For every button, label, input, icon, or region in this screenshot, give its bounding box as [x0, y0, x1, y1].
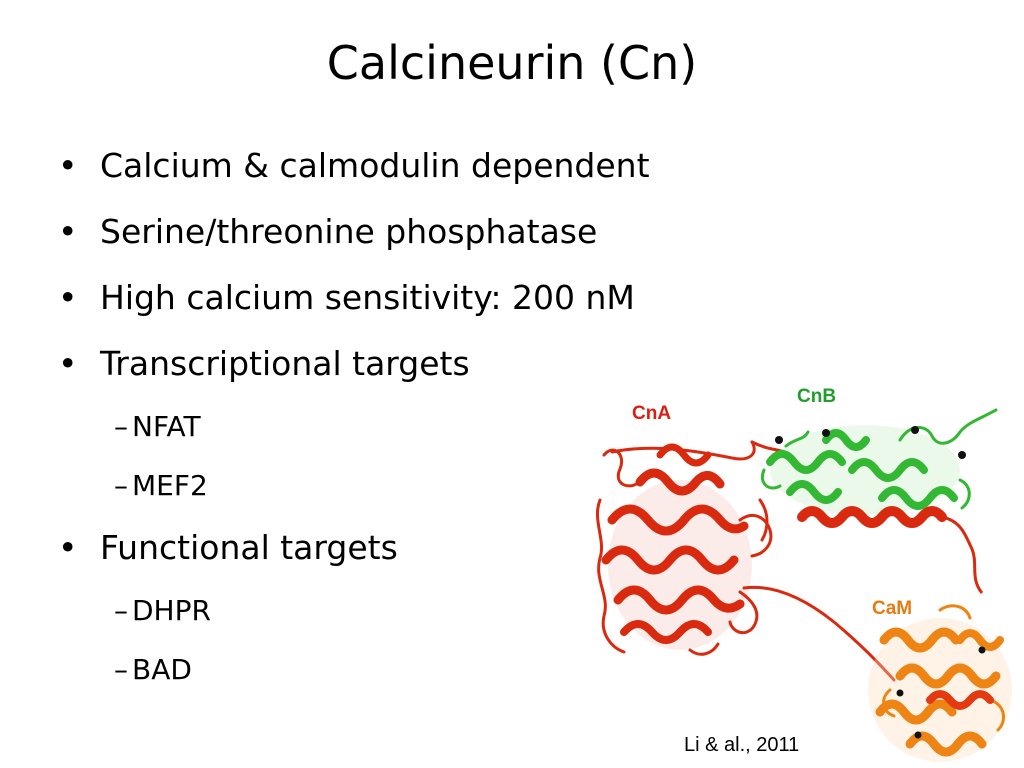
bullet-icon: •	[58, 212, 78, 251]
sub-bullet-text: BAD	[132, 653, 192, 686]
bullet-text: High calcium sensitivity: 200 nM	[100, 278, 635, 317]
bullet-icon: •	[58, 344, 78, 383]
cna-cam-helix	[926, 690, 994, 710]
cnb-domain	[761, 408, 998, 515]
sub-bullet-item: –DHPR	[58, 581, 650, 640]
cam-label: CaM	[872, 598, 913, 619]
cna-label: CnA	[632, 403, 672, 424]
dash-icon: –	[114, 410, 128, 443]
sub-bullet-item: –BAD	[58, 640, 650, 699]
sub-bullet-text: MEF2	[132, 469, 208, 502]
bullet-text: Functional targets	[100, 528, 398, 567]
cna-domain	[595, 440, 896, 682]
cam-domain	[868, 604, 1012, 762]
sub-bullet-item: –MEF2	[58, 456, 650, 515]
protein-structure-illustration	[595, 408, 1012, 762]
bullet-icon: •	[58, 528, 78, 567]
dash-icon: –	[114, 469, 128, 502]
dash-icon: –	[114, 653, 128, 686]
cnb-label: CnB	[797, 386, 837, 407]
bullet-item: • High calcium sensitivity: 200 nM	[58, 265, 650, 331]
bullet-item: • Functional targets	[58, 515, 650, 581]
citation: Li & al., 2011	[684, 734, 800, 756]
slide-title: Calcineurin (Cn)	[326, 36, 698, 90]
bullet-item: • Calcium & calmodulin dependent	[58, 133, 650, 199]
bullet-item: • Transcriptional targets	[58, 331, 650, 397]
sub-bullet-text: DHPR	[132, 594, 211, 627]
bullet-icon: •	[58, 146, 78, 185]
bullet-text: Calcium & calmodulin dependent	[100, 146, 650, 185]
sub-bullet-item: –NFAT	[58, 397, 650, 456]
sub-bullet-text: NFAT	[132, 410, 201, 443]
bullet-item: • Serine/threonine phosphatase	[58, 199, 650, 265]
bullet-icon: •	[58, 278, 78, 317]
dash-icon: –	[114, 594, 128, 627]
bullet-text: Serine/threonine phosphatase	[100, 212, 598, 251]
cna-binding-helix	[797, 506, 947, 528]
bullet-text: Transcriptional targets	[100, 344, 470, 383]
bullet-list: • Calcium & calmodulin dependent • Serine/…	[58, 133, 650, 699]
